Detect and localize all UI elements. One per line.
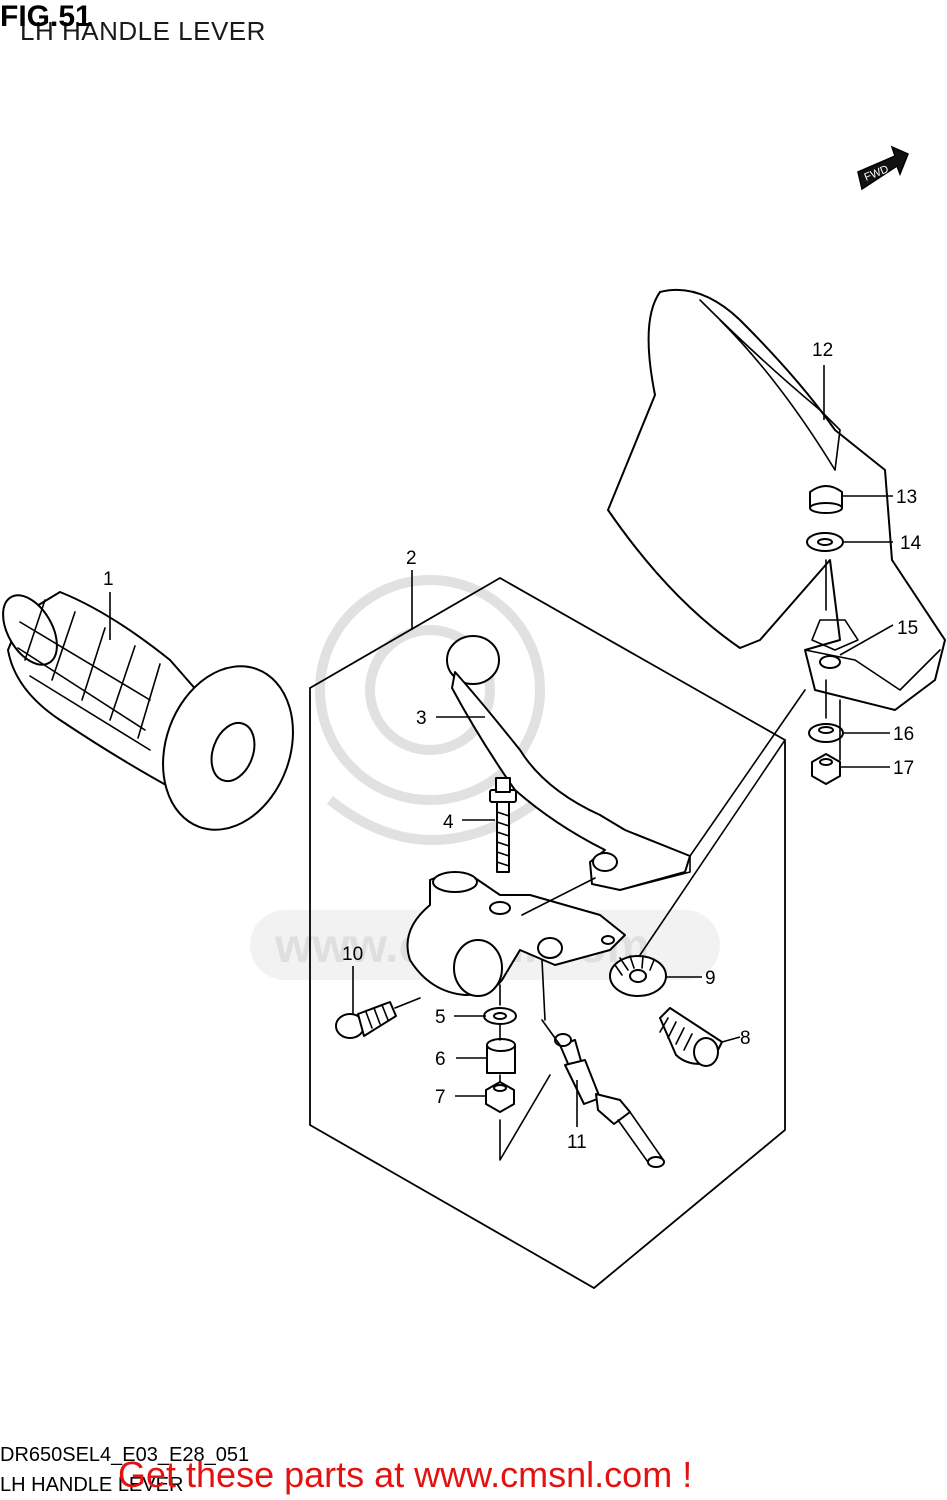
pivot-bolt (489, 777, 517, 873)
callout-1: 1 (103, 569, 114, 590)
washer-5 (483, 1007, 517, 1025)
callout-8: 8 (740, 1028, 751, 1049)
fwd-arrow-icon: FWD (857, 145, 909, 191)
washer-16 (808, 723, 844, 743)
kit-frame (309, 576, 786, 1290)
grip (2, 591, 294, 831)
leader-lines (109, 365, 894, 1127)
parts-diagram: www.cmsnl.com FWD (2, 145, 946, 1290)
callout-2: 2 (406, 548, 417, 569)
callout-17: 17 (893, 758, 914, 779)
collar-6 (486, 1038, 516, 1074)
bolt-15 (819, 655, 841, 669)
callout-7: 7 (435, 1087, 446, 1108)
cap-nut-13 (809, 485, 843, 514)
model-code: DR650SEL4_E03_E28_051 (0, 1444, 250, 1466)
callout-14: 14 (900, 533, 922, 554)
figure-title: LH HANDLE LEVER (20, 16, 266, 46)
fwd-label: FWD (863, 163, 891, 184)
callout-11: 11 (567, 1132, 587, 1153)
holder-bolt (335, 1001, 397, 1039)
part-callouts: 1 2 3 4 5 6 7 8 9 10 11 12 13 14 15 16 1… (103, 340, 922, 1153)
lever-holder (406, 871, 626, 997)
callout-6: 6 (435, 1049, 446, 1070)
washer-14 (806, 532, 844, 552)
hand-guard (607, 288, 946, 711)
callout-3: 3 (416, 708, 427, 729)
figure-number: FIG.51 (0, 0, 92, 33)
callout-12: 12 (812, 340, 833, 361)
callout-9: 9 (705, 968, 716, 989)
callout-15: 15 (897, 618, 918, 639)
promo-link[interactable]: Get these parts at www.cmsnl.com ! (118, 1454, 693, 1495)
footer-title: LH HANDLE LEVER (0, 1474, 184, 1496)
nut-17 (811, 753, 841, 785)
callout-4: 4 (443, 812, 454, 833)
assembly-lines (394, 559, 841, 1161)
adjuster-wheel (609, 955, 667, 997)
clutch-lever (446, 635, 691, 891)
callout-10: 10 (342, 944, 363, 965)
callout-13: 13 (896, 487, 917, 508)
callout-16: 16 (893, 724, 914, 745)
nut-7 (485, 1081, 515, 1113)
adjuster-bolt (659, 1007, 723, 1067)
callout-5: 5 (435, 1007, 446, 1028)
